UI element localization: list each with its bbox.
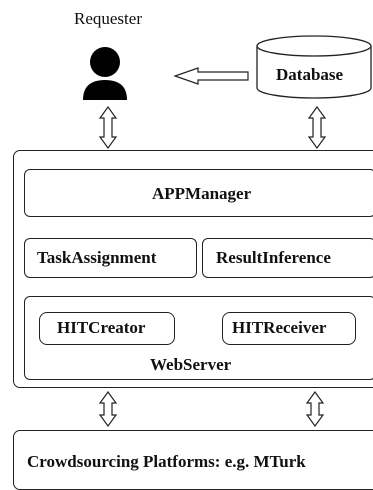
person-icon <box>83 47 127 100</box>
task-assignment-box <box>24 238 197 278</box>
task-assignment-label: TaskAssignment <box>37 248 157 267</box>
app-manager-label: APPManager <box>152 184 252 203</box>
requester-system-double-arrow <box>98 105 118 150</box>
hit-receiver-box <box>222 312 356 345</box>
hit-creator-label: HITCreator <box>57 318 146 337</box>
hit-creator-box <box>39 312 175 345</box>
webserver-platform-double-arrow-right <box>305 390 325 428</box>
result-inference-box <box>202 238 373 278</box>
hit-receiver-label: HITReceiver <box>232 318 327 337</box>
result-inference-label: ResultInference <box>216 248 331 267</box>
webserver-platform-double-arrow-left <box>98 390 118 428</box>
crowdsourcing-platforms-label: Crowdsourcing Platforms: e.g. MTurk <box>27 452 306 471</box>
web-server-label: WebServer <box>150 355 232 374</box>
database-cylinder-icon <box>256 35 372 99</box>
requester-label: Requester <box>74 9 142 28</box>
database-system-double-arrow <box>307 105 327 150</box>
crowdsourcing-platforms-box <box>13 430 373 490</box>
app-manager-box <box>24 169 373 217</box>
database-to-requester-arrow <box>173 67 249 85</box>
database-label: Database <box>276 65 344 84</box>
